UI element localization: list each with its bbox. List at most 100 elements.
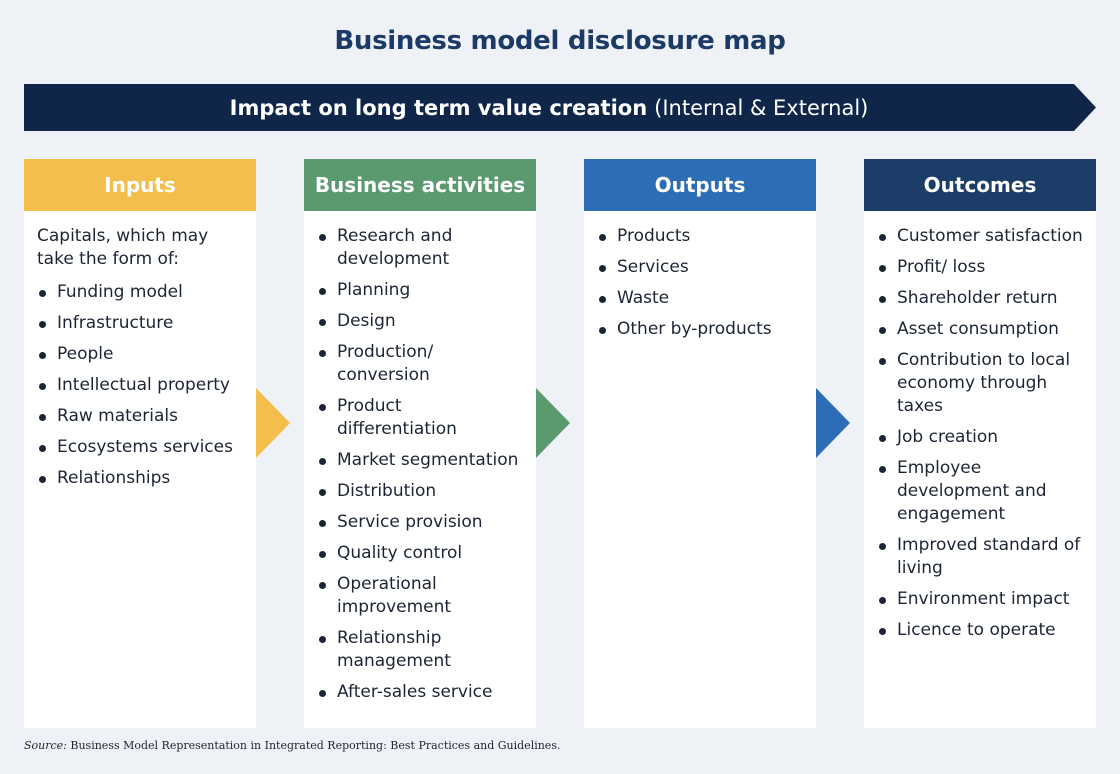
inputs-list: Funding model Infrastructure People Inte… [37, 281, 244, 490]
list-item: Infrastructure [37, 312, 244, 335]
list-item-text: Services [617, 257, 689, 277]
list-item: Other by-products [597, 318, 804, 341]
list-item: Job creation [877, 426, 1084, 449]
business-activities-heading: Business activities [304, 159, 536, 211]
bullet-icon [879, 435, 886, 442]
list-item-text: Improved standard of living [897, 535, 1081, 578]
list-item: Planning [317, 279, 524, 302]
list-item-text: Employee development and engagement [897, 458, 1047, 524]
bullet-icon [319, 319, 326, 326]
list-item: Improved standard of living [877, 534, 1084, 580]
value-creation-banner: Impact on long term value creation (Inte… [24, 84, 1096, 131]
bullet-icon [319, 350, 326, 357]
bullet-icon [879, 597, 886, 604]
bullet-icon [39, 290, 46, 297]
list-item-text: Relationships [57, 468, 171, 488]
source-note: Source: Business Model Representation in… [24, 739, 560, 752]
bullet-icon [879, 265, 886, 272]
list-item: Ecosystems services [37, 436, 244, 459]
list-item-text: Market segmentation [337, 450, 519, 470]
list-item: Operational improvement [317, 573, 524, 619]
list-item-text: Environment impact [897, 589, 1070, 609]
bullet-icon [319, 458, 326, 465]
bullet-icon [879, 628, 886, 635]
bullet-icon [319, 636, 326, 643]
bullet-icon [319, 520, 326, 527]
list-item-text: Intellectual property [57, 375, 230, 395]
list-item: Intellectual property [37, 374, 244, 397]
list-item-text: People [57, 344, 114, 364]
bullet-icon [319, 489, 326, 496]
source-text: Business Model Representation in Integra… [70, 739, 561, 752]
outputs-body: Products Services Waste Other by-product… [584, 211, 816, 341]
list-item: Employee development and engagement [877, 457, 1084, 526]
list-item-text: Licence to operate [897, 620, 1056, 640]
list-item: Licence to operate [877, 619, 1084, 642]
outcomes-list: Customer satisfaction Profit/ loss Share… [877, 225, 1084, 642]
outputs-heading: Outputs [584, 159, 816, 211]
list-item-text: Asset consumption [897, 319, 1059, 339]
list-item-text: Design [337, 311, 396, 331]
list-item: Contribution to local economy through ta… [877, 349, 1084, 418]
outcomes-column: Outcomes Customer satisfaction Profit/ l… [864, 159, 1096, 728]
bullet-icon [879, 327, 886, 334]
bullet-icon [39, 445, 46, 452]
banner-strong-text: Impact on long term value creation [229, 95, 648, 120]
business-activities-list: Research and development Planning Design… [317, 225, 524, 704]
inputs-body: Capitals, which may take the form of: Fu… [24, 211, 256, 490]
list-item-text: Products [617, 226, 691, 246]
outcomes-heading: Outcomes [864, 159, 1096, 211]
list-item-text: Profit/ loss [897, 257, 986, 277]
bullet-icon [39, 321, 46, 328]
list-item-text: Planning [337, 280, 411, 300]
bullet-icon [879, 296, 886, 303]
business-activities-column: Business activities Research and develop… [304, 159, 536, 728]
list-item-text: Waste [617, 288, 670, 308]
list-item-text: Ecosystems services [57, 437, 233, 457]
list-item-text: Operational improvement [337, 574, 452, 617]
inputs-heading: Inputs [24, 159, 256, 211]
list-item-text: Job creation [897, 427, 999, 447]
outputs-to-outcomes-arrow-icon [816, 388, 850, 458]
list-item: Asset consumption [877, 318, 1084, 341]
activities-to-outputs-arrow-icon [536, 388, 570, 458]
list-item: Shareholder return [877, 287, 1084, 310]
bullet-icon [39, 476, 46, 483]
bullet-icon [599, 327, 606, 334]
bullet-icon [879, 466, 886, 473]
list-item: Services [597, 256, 804, 279]
list-item: Profit/ loss [877, 256, 1084, 279]
outcomes-body: Customer satisfaction Profit/ loss Share… [864, 211, 1096, 642]
bullet-icon [319, 582, 326, 589]
list-item-text: Distribution [337, 481, 437, 501]
bullet-icon [599, 265, 606, 272]
list-item-text: Quality control [337, 543, 463, 563]
list-item-text: Infrastructure [57, 313, 174, 333]
bullet-icon [599, 234, 606, 241]
list-item: Product differentiation [317, 395, 524, 441]
list-item-text: Funding model [57, 282, 183, 302]
list-item-text: Relationship management [337, 628, 451, 671]
bullet-icon [39, 414, 46, 421]
list-item: Quality control [317, 542, 524, 565]
list-item: Relationships [37, 467, 244, 490]
page-title: Business model disclosure map [334, 26, 786, 56]
bullet-icon [319, 551, 326, 558]
business-activities-body: Research and development Planning Design… [304, 211, 536, 704]
list-item-text: Service provision [337, 512, 483, 532]
list-item-text: After-sales service [337, 682, 493, 702]
list-item: Research and development [317, 225, 524, 271]
banner-normal-text: (Internal & External) [654, 95, 869, 120]
banner-text: Impact on long term value creation (Inte… [24, 84, 1074, 131]
inputs-to-activities-arrow-icon [256, 388, 290, 458]
list-item: Waste [597, 287, 804, 310]
list-item: Distribution [317, 480, 524, 503]
bullet-icon [39, 383, 46, 390]
list-item-text: Raw materials [57, 406, 178, 426]
list-item: Funding model [37, 281, 244, 304]
inputs-intro: Capitals, which may take the form of: [37, 226, 209, 269]
bullet-icon [879, 543, 886, 550]
list-item: Raw materials [37, 405, 244, 428]
outputs-list: Products Services Waste Other by-product… [597, 225, 804, 341]
list-item-text: Other by-products [617, 319, 772, 339]
